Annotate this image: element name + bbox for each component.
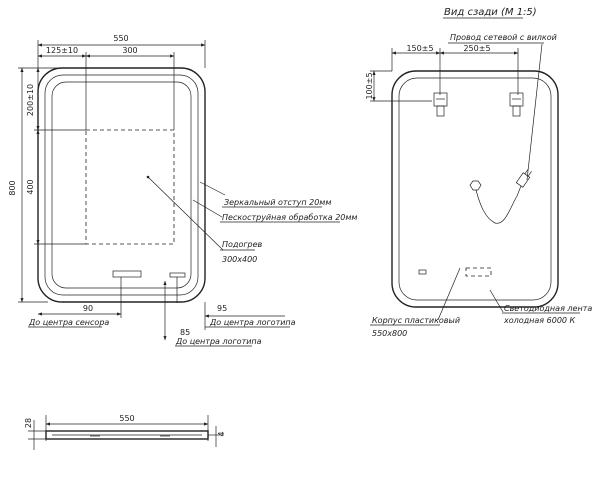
to-sensor-center-label: До центра сенсора [28,318,109,327]
power-cable [475,185,522,224]
mirror-indent-label: Зеркальный отступ 20мм [224,198,331,207]
back-connector-small [418,269,427,275]
mirror-inner-outline [44,74,199,296]
heater-label-line1: Подогрев [222,240,263,249]
back-inner-outline [398,77,552,301]
dim-to-logo-95-label: 95 [217,304,227,313]
dim-back-mid-label: 250±5 [463,44,490,53]
left-hanger-icon [433,92,448,117]
heater-label-line2: 300x400 [222,255,257,264]
back-connector-dashed [465,267,492,277]
heater-zone [85,129,175,245]
cable-label: Провод сетевой с вилкой [450,33,557,42]
dim-width-label: 550 [113,34,128,43]
dim-height-label: 800 [8,180,17,195]
right-hanger-icon [509,92,524,117]
dim-side-edge-label: 4 [217,431,226,436]
back-view: Вид сзади (М 1:5) 150±5 250±5 100±5 [365,7,592,338]
side-view: 550 28 4 [24,414,226,450]
led-label-line2: холодная 6000 К [503,316,576,325]
body-label-line1: Корпус пластиковый [372,316,460,325]
dim-heater-height-label: 400 [26,179,35,194]
dim-side-thickness-label: 28 [24,418,33,428]
sensor-button [112,270,142,278]
dim-side-width-label: 550 [119,414,134,423]
dim-back-left-label: 150±5 [406,44,433,53]
dim-left-offset-label: 125±10 [46,46,78,55]
plug-icon [515,168,532,188]
to-logo-center-label-a: До центра логотипа [175,337,262,346]
dim-back-top-label: 100±5 [365,72,374,99]
back-view-title: Вид сзади (М 1:5) [444,7,537,18]
dim-to-sensor-label: 90 [83,304,93,313]
mirror-outline [37,67,206,303]
back-outline [391,70,559,308]
dim-heater-width-label: 300 [122,46,137,55]
front-view: 550 125±10 300 800 200±10 400 Зеркальный… [8,34,357,347]
sandblast-label: Пескоструйная обработка 20мм [222,213,357,222]
logo-mark [169,272,186,278]
led-label-line1: Светодиодная лента [504,304,592,313]
to-logo-center-label-b: До центра логотипа [209,318,296,327]
sandblast-outline [51,81,192,289]
dim-to-logo-85-label: 85 [180,328,190,337]
dim-top-offset-label: 200±10 [26,84,35,116]
body-label-line2: 550x800 [372,329,407,338]
cable-outlet-icon [469,180,482,191]
